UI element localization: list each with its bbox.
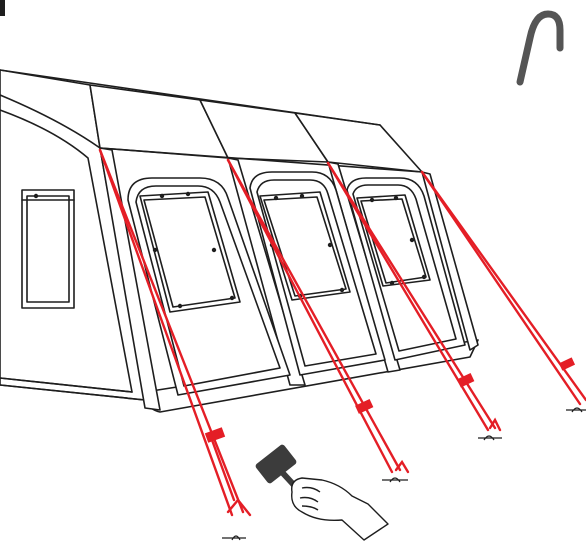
ground-peg-2 — [382, 478, 408, 482]
ground-peg-3 — [478, 436, 502, 440]
step-marker — [0, 0, 5, 16]
ground-peg-4 — [566, 408, 586, 412]
ground-peg-1 — [222, 536, 246, 540]
peg-icon — [520, 14, 560, 82]
hand-icon — [292, 478, 388, 540]
tent-illustration — [0, 70, 478, 412]
